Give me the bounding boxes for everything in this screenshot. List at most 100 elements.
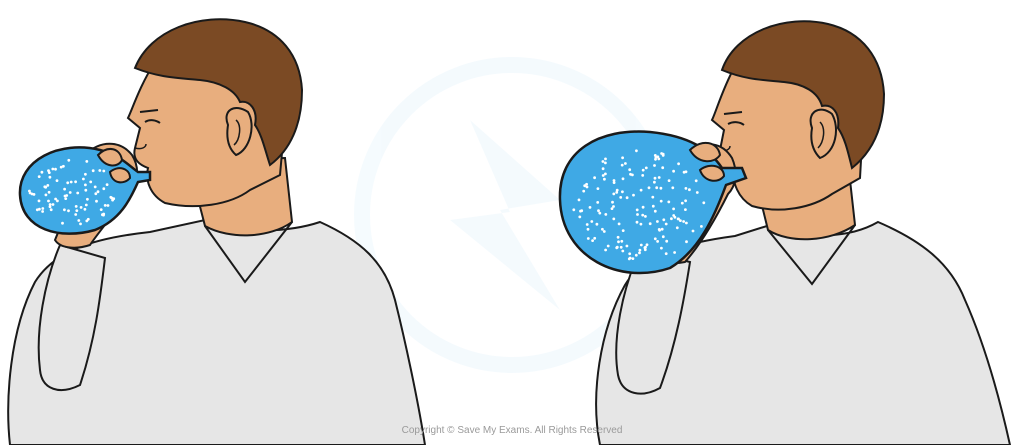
balloon-dot <box>679 219 682 222</box>
balloon-dot <box>672 208 675 211</box>
balloon-dot <box>597 187 600 190</box>
balloon-dot <box>631 174 634 177</box>
balloon-dot <box>617 236 620 239</box>
balloon-dot <box>640 189 643 192</box>
balloon-dot <box>642 169 645 172</box>
balloon-dot <box>613 179 616 182</box>
balloon-dot <box>616 189 619 192</box>
balloon-dot <box>593 237 596 240</box>
balloon-dot <box>602 160 605 163</box>
balloon-dot <box>677 162 680 165</box>
balloon-dot <box>681 202 684 205</box>
balloon-dot <box>602 174 605 177</box>
balloon-dot <box>109 196 112 199</box>
balloon-dot <box>76 192 79 195</box>
balloon-dot <box>660 247 663 250</box>
balloon-dot <box>596 201 599 204</box>
balloon-dot <box>685 187 688 190</box>
balloon-dot <box>41 171 44 174</box>
balloon-dot <box>95 200 98 203</box>
balloon-dot <box>652 205 655 208</box>
balloon-dot <box>671 186 674 189</box>
balloon-dot <box>604 249 607 252</box>
balloon-dot <box>661 166 664 169</box>
balloon-dot <box>660 187 663 190</box>
balloon-dot <box>695 179 698 182</box>
balloon-dot <box>640 223 643 226</box>
balloon-dot <box>649 222 652 225</box>
balloon-dot <box>626 245 629 248</box>
balloon-dot <box>620 240 623 243</box>
balloon-dot <box>620 246 623 249</box>
balloon-dot <box>77 219 80 222</box>
balloon-dot <box>618 223 621 226</box>
balloon-dot <box>92 169 95 172</box>
balloon-dot <box>621 156 624 159</box>
balloon-dot <box>651 196 654 199</box>
balloon-dot <box>578 216 581 219</box>
balloon-dot <box>677 218 680 221</box>
balloon-dot <box>696 191 699 194</box>
balloon-dot <box>617 240 620 243</box>
balloon-dot <box>56 179 59 182</box>
balloon-dot <box>654 210 657 213</box>
balloon-dot <box>658 176 661 179</box>
balloon-dot <box>80 206 83 209</box>
balloon-dot <box>49 203 52 206</box>
balloon-dot <box>66 181 69 184</box>
balloon-dot <box>673 251 676 254</box>
balloon-dot <box>685 240 688 243</box>
balloon-dot <box>672 170 675 173</box>
balloon-dot <box>621 164 624 167</box>
balloon-dot <box>597 209 600 212</box>
balloon-dot <box>102 170 105 173</box>
balloon-dot <box>683 171 686 174</box>
balloon-dot <box>653 181 656 184</box>
balloon-dot <box>85 160 88 163</box>
balloon-dot <box>648 186 651 189</box>
balloon-dot <box>572 208 575 211</box>
balloon-dot <box>74 213 77 216</box>
balloon-dot <box>607 245 610 248</box>
balloon-dot <box>636 209 639 212</box>
balloon-dot <box>646 243 649 246</box>
balloon-dot <box>615 246 618 249</box>
balloon-dot <box>590 220 593 223</box>
balloon-dot <box>670 217 673 220</box>
balloon-dot <box>49 176 52 179</box>
balloon-dot <box>601 228 604 231</box>
balloon-dot <box>591 239 594 242</box>
balloon-dot <box>67 159 70 162</box>
balloon-dot <box>628 168 631 171</box>
balloon-dot <box>622 177 625 180</box>
balloon-dot <box>47 200 50 203</box>
balloon-dot <box>629 257 632 260</box>
balloon-dot <box>79 223 82 226</box>
balloon-dot <box>587 228 590 231</box>
balloon-dot <box>41 210 44 213</box>
balloon-dot <box>75 205 78 208</box>
balloon-dot <box>662 235 665 238</box>
balloon-dot <box>60 166 63 169</box>
balloon-dot <box>654 154 657 157</box>
balloon-dot <box>639 249 642 252</box>
balloon-dot <box>598 212 601 215</box>
balloon-dot <box>612 193 615 196</box>
balloon-dot <box>611 201 614 204</box>
balloon-dot <box>636 221 639 224</box>
balloon-dot <box>657 158 660 161</box>
balloon-dot <box>612 218 615 221</box>
balloon-dot <box>665 240 668 243</box>
balloon-dot <box>586 223 589 226</box>
balloon-dot <box>621 250 624 253</box>
balloon-dot <box>676 226 679 229</box>
balloon-dot <box>612 205 615 208</box>
balloon-dot <box>579 210 582 213</box>
balloon-dot <box>665 223 668 226</box>
balloon-dot <box>578 199 581 202</box>
balloon-dot <box>54 168 57 171</box>
balloon-dot <box>84 189 87 192</box>
balloon-dot <box>660 200 663 203</box>
balloon-dot <box>84 184 87 187</box>
